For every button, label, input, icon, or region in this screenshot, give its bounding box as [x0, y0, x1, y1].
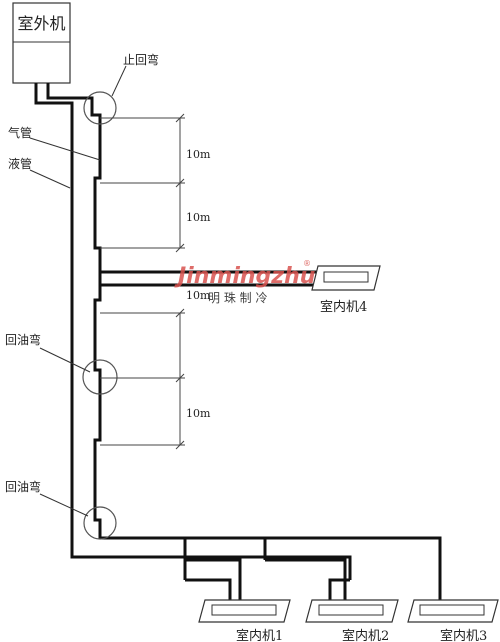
watermark-logo: Jinmingzhu [174, 264, 315, 289]
watermark-text: 明 珠 制 冷 [208, 291, 267, 305]
stop-trap-circle [83, 91, 117, 125]
oil-trap-label-2: 回油弯 [5, 479, 41, 494]
outdoor-unit-label: 室外机 [17, 14, 65, 33]
indoor-unit-4-label: 室内机4 [320, 299, 367, 315]
leader-lines [29, 65, 127, 517]
dimension-label-3: 10m [186, 289, 211, 302]
indoor-unit-4: 室内机4 [311, 265, 381, 315]
gas-pipe-label: 气管 [8, 125, 32, 140]
indoor-unit-2: 室内机2 [305, 599, 399, 642]
dimension-label-1: 10m [186, 148, 211, 161]
dimension-label-4: 10m [186, 407, 211, 420]
outdoor-unit: 室外机 [12, 2, 71, 84]
liquid-pipe-label: 液管 [8, 156, 32, 171]
watermark-mark: ® [303, 259, 311, 268]
watermark: Jinmingzhu ® 明 珠 制 冷 [174, 259, 315, 305]
dimension-lines [100, 113, 185, 450]
oil-trap-circle-2 [83, 506, 117, 540]
indoor-unit-3: 室内机3 [407, 599, 499, 642]
indoor-unit-2-label: 室内机2 [342, 628, 389, 642]
indoor-unit-3-label: 室内机3 [440, 628, 487, 642]
oil-trap-label-1: 回油弯 [5, 332, 41, 347]
oil-trap-circle-1 [82, 359, 118, 395]
indoor-unit-1-label: 室内机1 [236, 628, 283, 642]
dimension-label-2: 10m [186, 211, 211, 224]
stop-trap-label: 止回弯 [123, 52, 159, 67]
indoor-unit-1: 室内机1 [198, 599, 291, 642]
indoor-drops [185, 578, 350, 600]
gas-pipe-line [46, 83, 442, 600]
